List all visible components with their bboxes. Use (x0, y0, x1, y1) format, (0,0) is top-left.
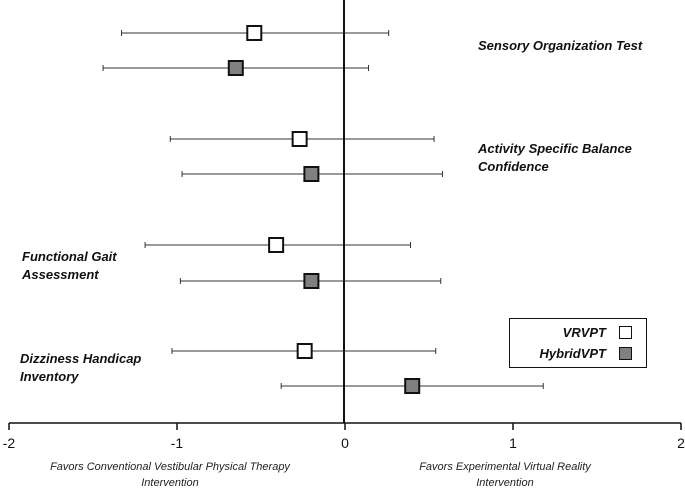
x-tick-label: 0 (341, 435, 349, 451)
legend-swatch-vrvpt (619, 326, 632, 339)
legend-item-vrvpt: VRVPT (510, 323, 646, 343)
outcome-label-functional-gait: Functional Gait Assessment (22, 249, 117, 282)
outcome-label-activity-balance: Activity Specific Balance Confidence (478, 141, 632, 174)
legend: VRVPT HybridVPT (509, 318, 647, 368)
point-markers (227, 25, 421, 394)
point-estimate-marker (303, 273, 320, 289)
x-axis-ticks: -2 -1 0 1 2 (3, 423, 685, 451)
point-estimate-marker (268, 237, 285, 253)
legend-label-vrvpt: VRVPT (562, 325, 606, 340)
annotation-favors-conventional: Favors Conventional Vestibular Physical … (50, 461, 290, 489)
point-estimate-marker (296, 343, 313, 359)
legend-label-hybridvpt: HybridVPT (539, 346, 606, 361)
legend-item-hybridvpt: HybridVPT (510, 344, 646, 364)
point-estimate-marker (303, 166, 320, 182)
outcome-label-dizziness-handicap: Dizziness Handicap Inventory (20, 351, 142, 384)
legend-swatch-hybridvpt (619, 347, 632, 360)
x-tick-label: -1 (171, 435, 184, 451)
x-tick-label: 2 (677, 435, 685, 451)
point-estimate-marker (246, 25, 263, 41)
point-estimate-marker (227, 60, 244, 76)
annotation-favors-virtual-reality: Favors Experimental Virtual Reality Inte… (419, 461, 591, 489)
error-bars (102, 30, 544, 389)
x-tick-label: 1 (509, 435, 517, 451)
outcome-label-sensory-organization: Sensory Organization Test (478, 38, 643, 53)
point-estimate-marker (404, 378, 421, 394)
x-tick-label: -2 (3, 435, 16, 451)
point-estimate-marker (291, 131, 308, 147)
